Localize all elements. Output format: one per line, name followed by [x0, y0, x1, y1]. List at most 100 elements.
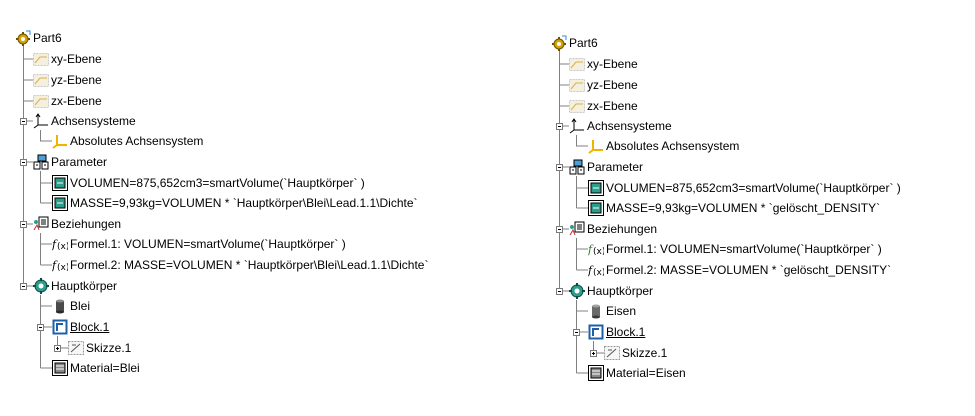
relations-label: Beziehungen	[587, 222, 658, 236]
material-applied-label: Material=Blei	[70, 361, 140, 375]
material-applied-icon	[52, 360, 68, 376]
material-name-label: Eisen	[606, 304, 637, 318]
part-gear-icon	[15, 30, 31, 46]
right-tree-connector-lines	[559, 51, 604, 374]
tree-node-plane[interactable]: yz-Ebene	[33, 71, 102, 89]
tree-node-plane[interactable]: yz-Ebene	[569, 76, 638, 94]
tree-node-parameter[interactable]: MASSE=9,93kg=VOLUMEN * `gelöscht_DENSITY…	[588, 199, 880, 217]
tree-node-formula[interactable]: f(x) Formel.1: VOLUMEN=smartVolume(`Haup…	[587, 240, 882, 258]
collapse-toggle[interactable]	[556, 164, 563, 171]
plane-icon	[33, 72, 49, 88]
axis-system-icon	[569, 118, 585, 134]
left-tree-connector-lines	[23, 46, 68, 369]
tree-node-sketch[interactable]: Skizze.1	[68, 339, 131, 357]
tree-node-absolute-axis[interactable]: Absolutes Achsensystem	[588, 137, 739, 155]
relations-icon	[569, 221, 585, 237]
parameter-icon	[52, 175, 68, 191]
tree-node-parameter[interactable]: VOLUMEN=875,652cm3=smartVolume(`Hauptkör…	[52, 174, 365, 192]
plane-label: yz-Ebene	[51, 73, 102, 87]
tree-node-plane[interactable]: zx-Ebene	[33, 92, 102, 110]
pad-icon	[588, 324, 604, 340]
body-label: Hauptkörper	[51, 279, 118, 293]
formula-icon: f(x)	[587, 262, 605, 278]
svg-text:f: f	[588, 264, 594, 277]
parameter-label: MASSE=9,93kg=VOLUMEN * `gelöscht_DENSITY…	[606, 201, 881, 215]
tree-node-pad[interactable]: Block.1	[52, 318, 109, 336]
tree-node-parameter[interactable]: VOLUMEN=875,652cm3=smartVolume(`Hauptkör…	[588, 179, 901, 197]
body-label: Hauptkörper	[587, 284, 654, 298]
tree-node-parameter[interactable]: MASSE=9,93kg=VOLUMEN * `Hauptkörper\Blei…	[52, 194, 418, 212]
svg-text:f: f	[52, 259, 58, 272]
axis-system-icon	[33, 113, 49, 129]
collapse-toggle[interactable]	[20, 221, 27, 228]
tree-node-formula[interactable]: f(x) Formel.1: VOLUMEN=smartVolume(`Haup…	[51, 235, 346, 253]
tree-node-material-applied[interactable]: Material=Blei	[52, 359, 140, 377]
tree-node-plane[interactable]: xy-Ebene	[569, 55, 638, 73]
tree-node-material-applied[interactable]: Material=Eisen	[588, 364, 686, 382]
tree-node-axis-systems[interactable]: Achsensysteme	[569, 117, 672, 135]
svg-text:(x): (x)	[593, 268, 604, 278]
tree-node-part[interactable]: Part6	[15, 29, 62, 47]
collapse-toggle[interactable]	[20, 118, 27, 125]
part-label: Part6	[33, 31, 62, 45]
collapse-toggle[interactable]	[556, 288, 563, 295]
formula-icon: f(x)	[51, 257, 69, 273]
tree-node-parameters[interactable]: Parameter	[33, 153, 107, 171]
parameter-label: VOLUMEN=875,652cm3=smartVolume(`Hauptkör…	[70, 176, 365, 190]
left-spec-tree: Part6 xy-Ebene yz-Ebene zx-Ebene Achsens…	[0, 0, 487, 411]
material-cylinder-icon	[52, 298, 68, 314]
parameter-icon	[588, 180, 604, 196]
tree-node-parameters[interactable]: Parameter	[569, 158, 643, 176]
tree-node-material[interactable]: Eisen	[588, 302, 636, 320]
parameter-icon	[588, 200, 604, 216]
svg-text:(x): (x)	[57, 242, 68, 252]
plane-label: zx-Ebene	[51, 94, 102, 108]
sketch-icon	[68, 340, 84, 356]
parameters-label: Parameter	[51, 155, 108, 169]
tree-node-part[interactable]: Part6	[551, 34, 598, 52]
svg-text:(x): (x)	[593, 247, 604, 257]
parameter-label: MASSE=9,93kg=VOLUMEN * `Hauptkörper\Blei…	[70, 196, 418, 210]
formula-icon: f(x)	[51, 236, 69, 252]
relations-icon	[33, 216, 49, 232]
collapse-toggle[interactable]	[20, 283, 27, 290]
collapse-toggle[interactable]	[37, 324, 44, 331]
absolute-axis-label: Absolutes Achsensystem	[70, 134, 204, 148]
plane-label: zx-Ebene	[587, 99, 638, 113]
tree-node-relations[interactable]: Beziehungen	[33, 215, 121, 233]
pad-icon	[52, 319, 68, 335]
axis-icon	[52, 133, 68, 149]
plane-label: xy-Ebene	[51, 52, 102, 66]
formula-icon: f(x)	[587, 241, 605, 257]
plane-icon	[569, 56, 585, 72]
tree-node-pad[interactable]: Block.1	[588, 323, 645, 341]
tree-node-axis-systems[interactable]: Achsensysteme	[33, 112, 136, 130]
collapse-toggle[interactable]	[573, 329, 580, 336]
tree-node-sketch[interactable]: Skizze.1	[604, 344, 667, 362]
parameter-icon	[52, 195, 68, 211]
tree-node-relations[interactable]: Beziehungen	[569, 220, 657, 238]
material-cylinder-icon	[588, 303, 604, 319]
parameters-icon	[33, 154, 49, 170]
plane-label: xy-Ebene	[587, 57, 638, 71]
collapse-toggle[interactable]	[556, 123, 563, 130]
tree-node-formula[interactable]: f(x) Formel.2: MASSE=VOLUMEN * `Hauptkör…	[51, 256, 428, 274]
tree-node-formula[interactable]: f(x) Formel.2: MASSE=VOLUMEN * `gelöscht…	[587, 261, 891, 279]
tree-node-plane[interactable]: zx-Ebene	[569, 97, 638, 115]
material-applied-label: Material=Eisen	[606, 366, 686, 380]
tree-node-body[interactable]: Hauptkörper	[569, 282, 653, 300]
collapse-toggle[interactable]	[556, 226, 563, 233]
sketch-label: Skizze.1	[86, 341, 132, 355]
pad-label: Block.1	[70, 320, 110, 334]
right-spec-tree: Part6 xy-Ebene yz-Ebene zx-Ebene Achsens…	[536, 5, 975, 416]
pad-label: Block.1	[606, 325, 646, 339]
parameters-icon	[569, 159, 585, 175]
tree-node-absolute-axis[interactable]: Absolutes Achsensystem	[52, 132, 203, 150]
expand-toggle[interactable]	[590, 350, 597, 357]
part-gear-icon	[551, 35, 567, 51]
collapse-toggle[interactable]	[20, 159, 27, 166]
tree-node-body[interactable]: Hauptkörper	[33, 277, 117, 295]
tree-node-material[interactable]: Blei	[52, 297, 90, 315]
expand-toggle[interactable]	[54, 345, 61, 352]
tree-node-plane[interactable]: xy-Ebene	[33, 50, 102, 68]
